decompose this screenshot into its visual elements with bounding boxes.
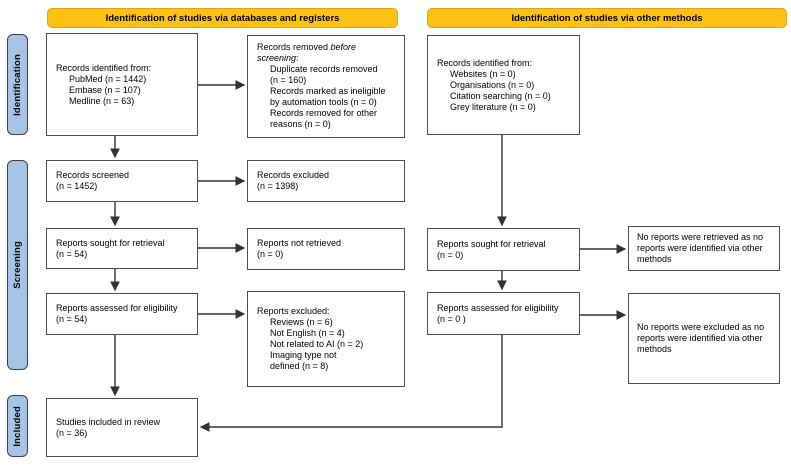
box-reports-excluded: Reports excluded: Reviews (n = 6) Not En… [247, 291, 405, 387]
box-reports-assessed-other: Reports assessed for eligibility (n = 0 … [427, 292, 580, 335]
box-line: (n = 1398) [257, 181, 299, 191]
box-records-screened: Records screened (n = 1452) [46, 160, 198, 202]
box-line: Duplicate records removed [270, 64, 378, 74]
box-line: Records marked as ineligible [270, 86, 386, 96]
box-line: (n = 1452) [56, 181, 98, 191]
box-line: Records excluded [257, 170, 330, 180]
box-line: Organisations (n = 0) [450, 79, 535, 90]
stage-identification-label: Identification [12, 53, 23, 116]
box-line: Embase (n = 107) [69, 84, 141, 95]
stage-identification: Identification [7, 34, 28, 135]
box-line: screening: [257, 53, 299, 63]
header-other-methods: Identification of studies via other meth… [427, 8, 787, 28]
box-studies-included: Studies included in review (n = 36) [46, 398, 198, 457]
box-line: Reports assessed for eligibility [56, 303, 178, 313]
header-other-label: Identification of studies via other meth… [511, 12, 703, 24]
box-line: Reviews (n = 6) [270, 317, 333, 327]
stage-screening-label: Screening [12, 241, 23, 289]
box-line: Grey literature (n = 0) [450, 101, 536, 112]
box-line: by automation tools (n = 0) [270, 97, 377, 107]
box-line: Not related to AI (n = 2) [270, 339, 364, 349]
box-line: Reports not retrieved [257, 238, 342, 248]
box-line: PubMed (n = 1442) [69, 73, 147, 84]
box-line: Websites (n = 0) [450, 68, 516, 79]
box-line: Records removed before [257, 42, 357, 52]
box-line: Reports excluded: [257, 306, 330, 316]
box-reports-assessed-databases: Reports assessed for eligibility (n = 54… [46, 293, 198, 335]
box-line: No reports were excluded as no reports w… [637, 322, 765, 354]
box-line: Studies included in review [56, 416, 161, 427]
box-line: defined (n = 8) [270, 361, 329, 371]
box-line: (n = 0) [257, 249, 284, 259]
box-line: Records removed for other [270, 108, 378, 118]
stage-screening: Screening [7, 160, 28, 370]
box-line: Not English (n = 4) [270, 328, 345, 338]
box-line: No reports were retrieved as no reports … [637, 232, 764, 264]
box-line: (n = 160) [270, 75, 307, 85]
box-line: (n = 54) [56, 314, 88, 324]
stage-included: Included [7, 395, 28, 457]
box-line: Reports sought for retrieval [437, 238, 546, 249]
box-line: Reports sought for retrieval [56, 237, 165, 248]
box-line: (n = 0) [437, 249, 464, 260]
box-no-reports-excluded: No reports were excluded as no reports w… [628, 293, 780, 384]
box-line: Records identified from: [56, 62, 152, 73]
stage-included-label: Included [12, 405, 23, 447]
header-databases-label: Identification of studies via databases … [105, 12, 340, 24]
box-line: (n = 36) [56, 427, 88, 438]
box-records-identified-databases: Records identified from: PubMed (n = 144… [46, 33, 198, 136]
box-line: (n = 54) [56, 248, 88, 259]
box-line: Citation searching (n = 0) [450, 90, 551, 101]
box-no-reports-retrieved: No reports were retrieved as no reports … [628, 226, 780, 271]
box-line: Records identified from: [437, 57, 533, 68]
box-reports-sought-databases: Reports sought for retrieval (n = 54) [46, 228, 198, 269]
box-records-removed: Records removed before screening: Duplic… [247, 35, 405, 138]
header-databases-registers: Identification of studies via databases … [47, 8, 398, 28]
box-reports-not-retrieved: Reports not retrieved (n = 0) [247, 228, 405, 270]
box-line: Medline (n = 63) [69, 95, 135, 106]
box-line: Imaging type not [270, 350, 337, 360]
box-line: Records screened [56, 170, 130, 180]
box-reports-sought-other: Reports sought for retrieval (n = 0) [427, 228, 580, 271]
box-line: Reports assessed for eligibility [437, 302, 559, 313]
box-records-excluded: Records excluded (n = 1398) [247, 160, 405, 202]
box-line: (n = 0 ) [437, 313, 466, 324]
box-line: reasons (n = 0) [270, 119, 331, 129]
box-records-identified-other: Records identified from: Websites (n = 0… [427, 35, 580, 135]
